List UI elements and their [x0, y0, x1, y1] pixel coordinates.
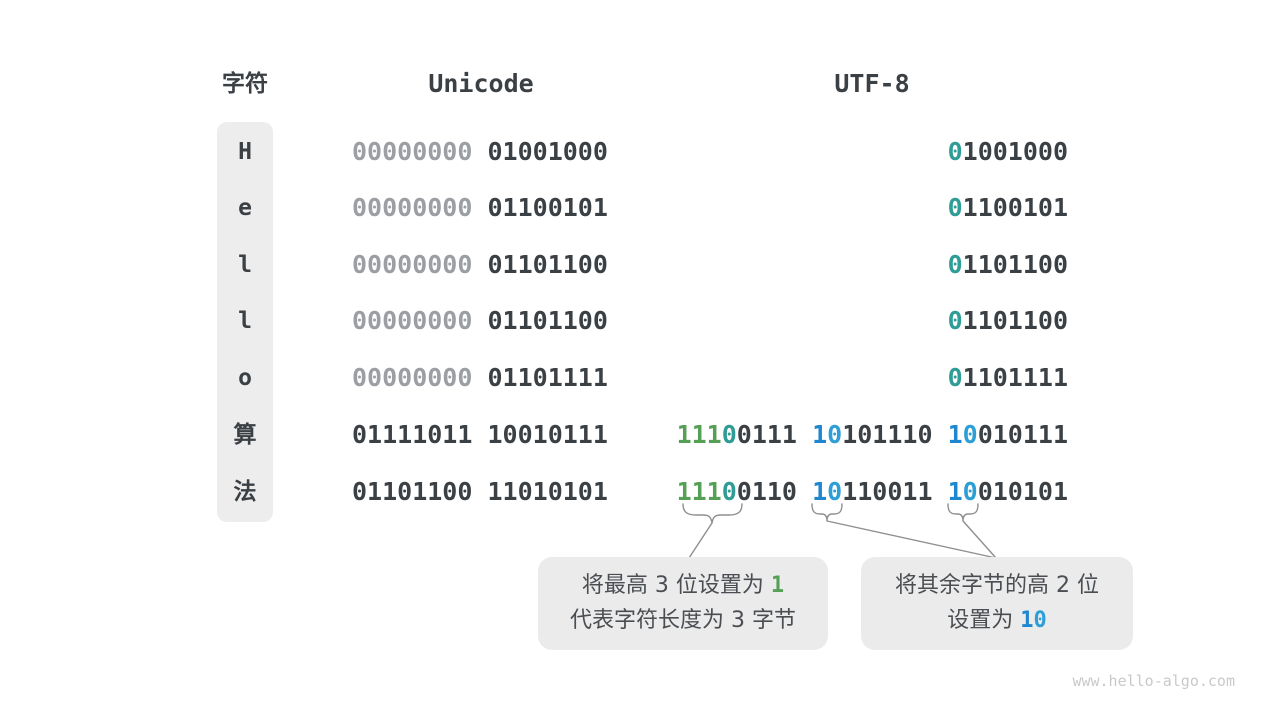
char-label: o — [238, 365, 252, 391]
binary-segment: 111 — [676, 420, 722, 449]
utf8-value: 11100111 10101110 10010111 — [677, 421, 1068, 449]
underbrace-10-second — [947, 503, 979, 522]
binary-segment: 将其余字节的高 2 位 — [895, 573, 1099, 598]
utf8-value: 01101100 — [948, 307, 1068, 335]
binary-segment: 1101100 — [962, 306, 1068, 335]
char-label: l — [238, 308, 252, 334]
unicode-value: 00000000 01101111 — [352, 364, 608, 392]
utf8-value: 01101111 — [948, 364, 1068, 392]
callout-high-bits: 将最高 3 位设置为 1 代表字符长度为 3 字节 — [538, 557, 828, 650]
binary-segment: 0 — [947, 193, 963, 222]
callout-text-line: 代表字符长度为 3 字节 — [570, 606, 796, 636]
binary-segment: 设置为 — [947, 608, 1021, 633]
connector-line-right — [962, 520, 997, 559]
callout-text-line: 将最高 3 位设置为 1 — [582, 571, 784, 601]
binary-segment: 0 — [721, 420, 737, 449]
underbrace-1110 — [682, 503, 743, 524]
unicode-value: 00000000 01101100 — [352, 307, 608, 335]
binary-segment: 1 — [947, 477, 963, 506]
binary-segment: 01100101 — [487, 193, 608, 222]
binary-segment: 00000000 — [352, 306, 473, 335]
binary-segment: 0 — [962, 477, 978, 506]
binary-segment: 0 — [962, 420, 978, 449]
binary-segment: 01001000 — [487, 137, 608, 166]
binary-segment: 110011 — [842, 477, 933, 506]
binary-segment: 1100101 — [962, 193, 1068, 222]
binary-segment: 00000000 — [352, 193, 473, 222]
binary-segment: 0110 — [736, 477, 797, 506]
char-label: 法 — [233, 479, 257, 505]
binary-segment: 1001000 — [962, 137, 1068, 166]
binary-segment: 1101100 — [962, 250, 1068, 279]
char-label: H — [238, 139, 252, 165]
char-label: 算 — [233, 422, 257, 448]
unicode-value: 00000000 01100101 — [352, 194, 608, 222]
binary-segment: 将最高 3 位设置为 — [581, 573, 771, 598]
column-header-utf8: UTF-8 — [834, 69, 910, 98]
binary-segment: 10010111 — [487, 420, 608, 449]
binary-segment: 0111 — [736, 420, 797, 449]
binary-segment: 01111011 — [352, 420, 473, 449]
utf8-value: 01100101 — [948, 194, 1068, 222]
binary-segment: 0 — [947, 250, 963, 279]
connector-line-left — [688, 522, 713, 559]
binary-segment: 010101 — [977, 477, 1068, 506]
binary-segment: 0 — [947, 363, 963, 392]
binary-segment: 1 — [812, 477, 828, 506]
binary-segment: 0 — [827, 477, 843, 506]
binary-segment: 01101100 — [487, 250, 608, 279]
binary-segment: 1 — [947, 420, 963, 449]
binary-segment: 01101100 — [487, 306, 608, 335]
unicode-value: 01111011 10010111 — [352, 421, 608, 449]
underbrace-10-first — [811, 503, 843, 522]
binary-segment: 111 — [676, 477, 722, 506]
binary-segment: 00000000 — [352, 363, 473, 392]
char-label: l — [238, 252, 252, 278]
binary-segment: 010111 — [977, 420, 1068, 449]
binary-segment: 1 — [812, 420, 828, 449]
callout-text-line: 设置为 10 — [947, 606, 1047, 636]
binary-segment: 0 — [721, 477, 737, 506]
callout-text-line: 将其余字节的高 2 位 — [895, 571, 1099, 601]
column-header-unicode: Unicode — [428, 69, 534, 98]
binary-segment: 0 — [1033, 608, 1047, 633]
binary-segment: 01101111 — [487, 363, 608, 392]
binary-segment: 01101100 — [352, 477, 473, 506]
binary-segment: 1101111 — [962, 363, 1068, 392]
binary-segment: 11010101 — [487, 477, 608, 506]
binary-segment: 1 — [770, 573, 785, 598]
unicode-value: 01101100 11010101 — [352, 478, 608, 506]
binary-segment: 0 — [947, 137, 963, 166]
connector-line-mid — [826, 520, 997, 559]
binary-segment: 101110 — [842, 420, 933, 449]
unicode-value: 00000000 01101100 — [352, 251, 608, 279]
callout-continuation-bits: 将其余字节的高 2 位设置为 10 — [861, 557, 1133, 650]
utf8-value: 11100110 10110011 10010101 — [677, 478, 1068, 506]
binary-segment: 0 — [947, 306, 963, 335]
binary-segment: 代表字符长度为 3 字节 — [570, 608, 796, 633]
unicode-value: 00000000 01001000 — [352, 138, 608, 166]
utf8-value: 01101100 — [948, 251, 1068, 279]
column-header-char: 字符 — [222, 71, 268, 97]
watermark: www.hello-algo.com — [1072, 672, 1235, 690]
binary-segment: 00000000 — [352, 250, 473, 279]
binary-segment: 0 — [827, 420, 843, 449]
char-column-background — [217, 122, 273, 522]
binary-segment: 1 — [1020, 608, 1034, 633]
utf8-value: 01001000 — [948, 138, 1068, 166]
char-label: e — [238, 195, 252, 221]
binary-segment: 00000000 — [352, 137, 473, 166]
